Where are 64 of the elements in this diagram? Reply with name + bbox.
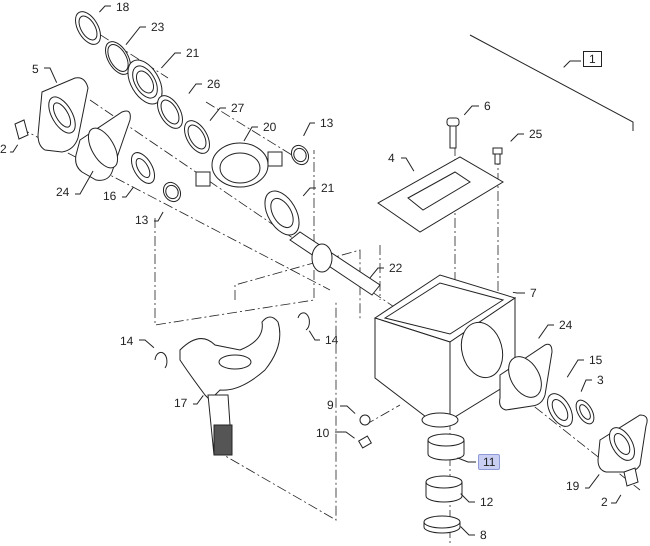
leader-line xyxy=(584,474,600,488)
leader-line xyxy=(303,122,316,136)
callout-number: 21 xyxy=(321,181,334,195)
callout-number: 22 xyxy=(389,261,402,275)
leader-line xyxy=(460,526,476,536)
leader-line xyxy=(98,6,112,13)
leader-line xyxy=(160,52,182,69)
leader-line xyxy=(512,292,526,294)
callout-number: 26 xyxy=(207,77,220,91)
leader-line xyxy=(122,186,134,198)
callout-number: 20 xyxy=(263,120,276,134)
leader-line xyxy=(44,68,58,84)
leader-line xyxy=(10,144,18,152)
callout-number: 1 xyxy=(583,51,602,67)
callout-number: 14 xyxy=(120,334,134,348)
leader-line xyxy=(243,126,258,142)
leader-line xyxy=(308,330,320,340)
leader-line xyxy=(460,493,476,502)
leader-line xyxy=(302,188,316,196)
leader-line xyxy=(74,170,94,194)
callout-number: 13 xyxy=(135,213,148,227)
callout-number: 25 xyxy=(529,127,542,141)
leader-line xyxy=(192,394,204,404)
callout-number: 27 xyxy=(231,101,244,115)
leader-line xyxy=(125,26,146,46)
leader-line xyxy=(370,268,384,278)
callout-number: 6 xyxy=(484,99,491,113)
callout-number: 2 xyxy=(601,495,608,509)
leader-line xyxy=(334,432,356,439)
callout-number: 8 xyxy=(480,528,487,542)
leader-line xyxy=(154,211,164,222)
callout-number: 23 xyxy=(151,20,164,34)
leader-line xyxy=(580,380,592,392)
leader-line xyxy=(464,106,480,116)
leader-line xyxy=(188,84,202,94)
callout-number: 12 xyxy=(480,495,494,509)
callout-number: 9 xyxy=(327,398,334,412)
callout-number: 24 xyxy=(559,318,572,332)
leader-line xyxy=(340,406,356,414)
leader-line xyxy=(563,60,582,68)
callout-number: 13 xyxy=(320,116,334,130)
leader-line xyxy=(400,158,414,172)
callout-number: 17 xyxy=(174,396,188,410)
callout-number: 18 xyxy=(116,0,130,14)
leader-line xyxy=(510,134,524,142)
leader-line xyxy=(610,494,622,504)
leader-line xyxy=(566,360,584,378)
callout-number: 14 xyxy=(325,333,338,347)
callout-number: 21 xyxy=(186,46,200,60)
callout-number: 15 xyxy=(589,353,602,367)
callout-number: 5 xyxy=(32,62,39,76)
callout-number: 10 xyxy=(316,426,330,440)
leader-line xyxy=(138,340,154,348)
callout-number: 7 xyxy=(530,286,537,300)
leader-line xyxy=(538,324,554,339)
callout-number: 4 xyxy=(388,151,395,165)
callout-number: 24 xyxy=(56,185,70,199)
leader-line xyxy=(456,457,476,462)
callout-number: 2 xyxy=(0,142,7,156)
callout-number: 16 xyxy=(103,189,116,203)
leader-line xyxy=(209,108,226,122)
callout-number: 19 xyxy=(566,479,580,493)
callout-number: 11 xyxy=(478,454,500,470)
callout-number: 3 xyxy=(597,373,604,387)
